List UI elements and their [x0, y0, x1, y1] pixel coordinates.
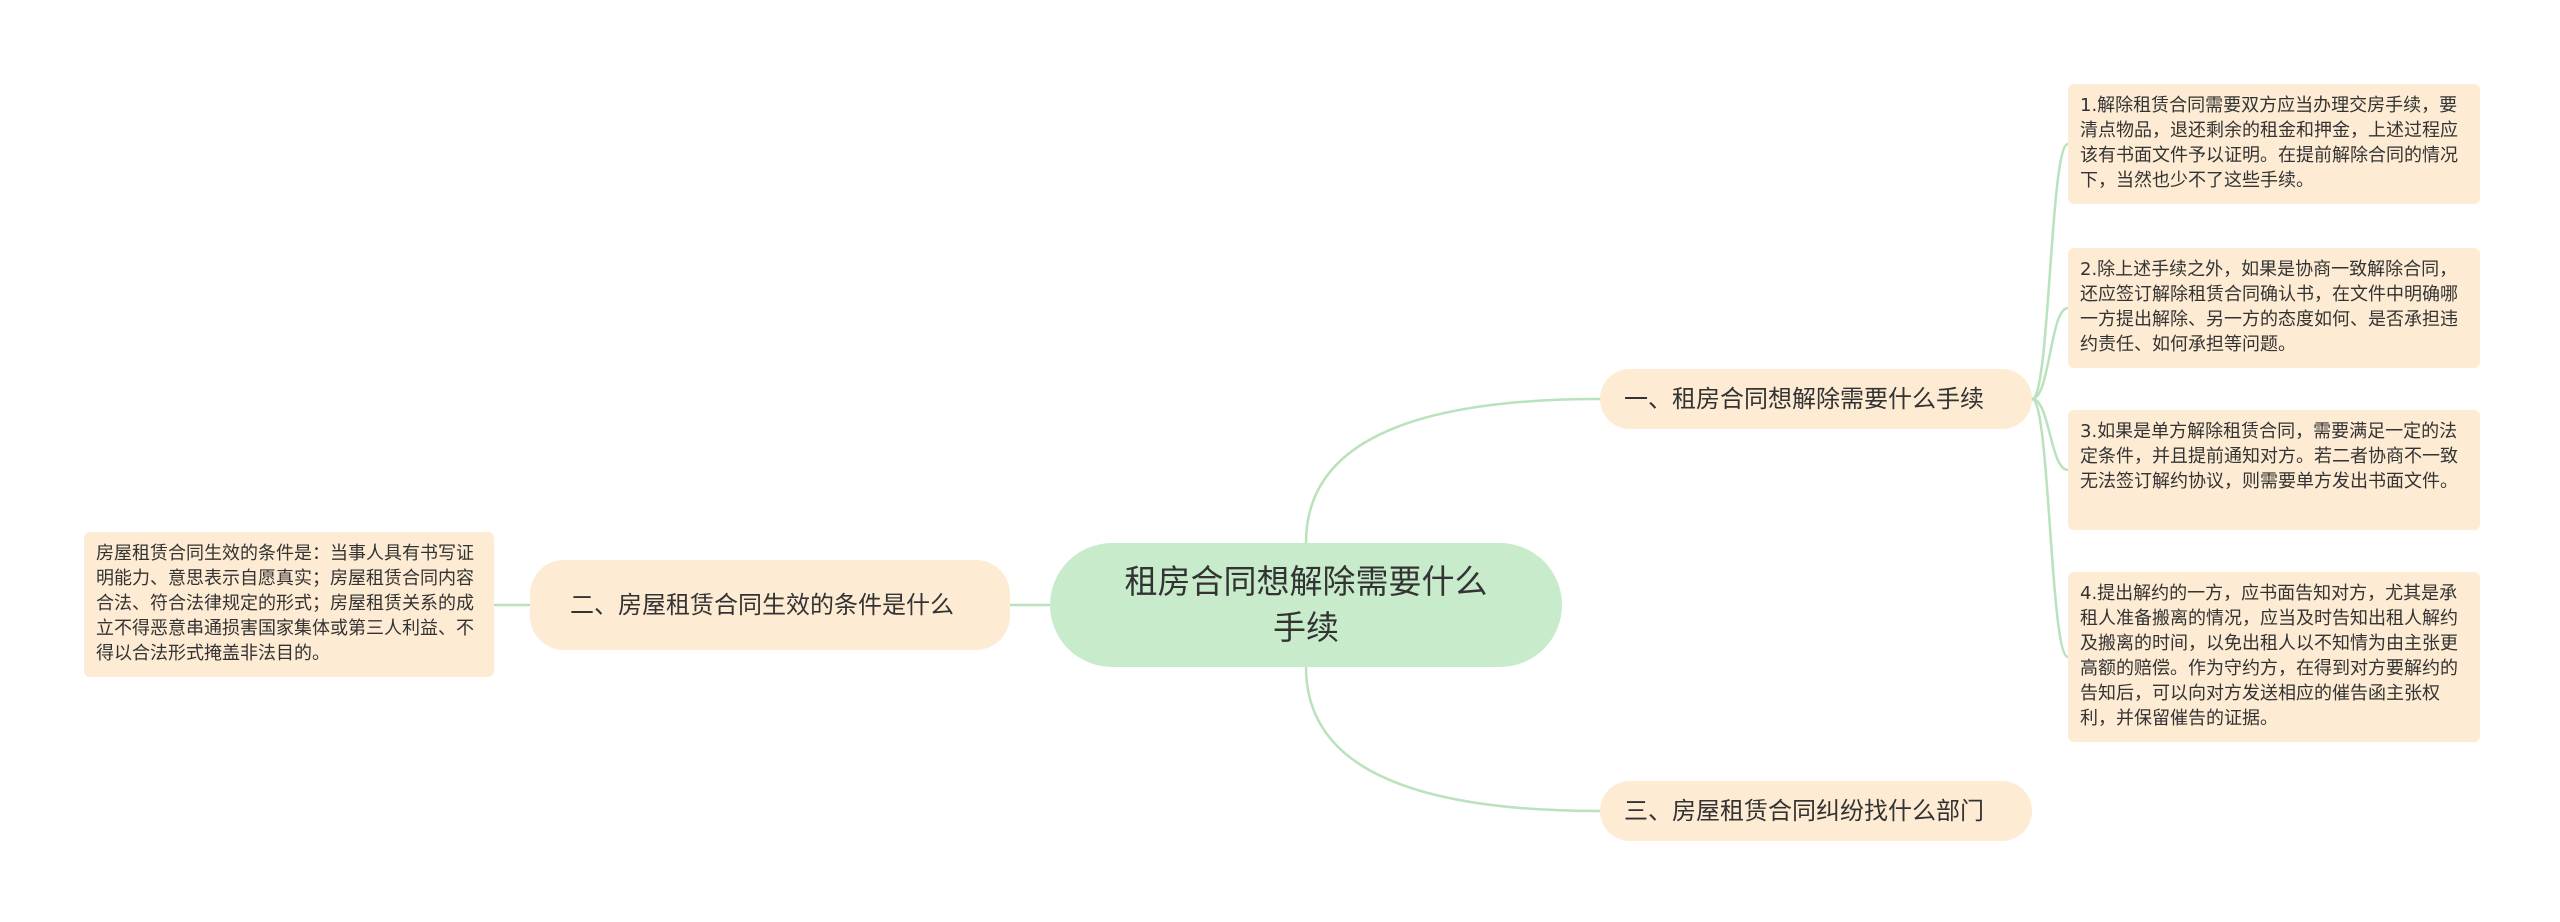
branch-topic-2[interactable]: 二、房屋租赁合同生效的条件是什么 [530, 560, 1010, 650]
detail-card-4[interactable]: 4.提出解约的一方，应书面告知对方，尤其是承租人准备搬离的情况，应当及时告知出租… [2068, 572, 2480, 742]
detail-card-1-text: 1.解除租赁合同需要双方应当办理交房手续，要清点物品，退还剩余的租金和押金，上述… [2080, 95, 2458, 191]
branch-topic-3-label: 三、房屋租赁合同纠纷找什么部门 [1624, 797, 1984, 825]
connector-branch-1-to-detail-3 [2030, 397, 2070, 472]
connector-root-to-branch-1 [1304, 397, 1602, 545]
root-topic[interactable]: 租房合同想解除需要什么手续 [1050, 543, 1562, 667]
detail-card-2[interactable]: 2.除上述手续之外，如果是协商一致解除合同，还应签订解除租赁合同确认书，在文件中… [2068, 248, 2480, 368]
detail-card-3-text: 3.如果是单方解除租赁合同，需要满足一定的法定条件，并且提前通知对方。若二者协商… [2080, 421, 2458, 492]
connector-branch-1-to-detail-1 [2030, 142, 2070, 401]
connector-branch-1-to-detail-4 [2030, 397, 2070, 659]
branch-topic-1[interactable]: 一、租房合同想解除需要什么手续 [1600, 369, 2032, 429]
connector-branch-1-to-detail-2 [2030, 306, 2070, 401]
detail-card-2-text: 2.除上述手续之外，如果是协商一致解除合同，还应签订解除租赁合同确认书，在文件中… [2080, 259, 2458, 355]
detail-card-3[interactable]: 3.如果是单方解除租赁合同，需要满足一定的法定条件，并且提前通知对方。若二者协商… [2068, 410, 2480, 530]
root-topic-label: 租房合同想解除需要什么手续 [1124, 562, 1488, 647]
branch-topic-1-label: 一、租房合同想解除需要什么手续 [1624, 385, 1984, 413]
detail-card-1[interactable]: 1.解除租赁合同需要双方应当办理交房手续，要清点物品，退还剩余的租金和押金，上述… [2068, 84, 2480, 204]
detail-card-4-text: 4.提出解约的一方，应书面告知对方，尤其是承租人准备搬离的情况，应当及时告知出租… [2080, 583, 2458, 729]
detail-card-conditions[interactable]: 房屋租赁合同生效的条件是：当事人具有书写证明能力、意思表示自愿真实；房屋租赁合同… [84, 532, 494, 677]
detail-card-conditions-text: 房屋租赁合同生效的条件是：当事人具有书写证明能力、意思表示自愿真实；房屋租赁合同… [96, 543, 474, 664]
connector-root-to-branch-3 [1304, 665, 1602, 813]
branch-topic-2-label: 二、房屋租赁合同生效的条件是什么 [570, 591, 954, 619]
branch-topic-3[interactable]: 三、房屋租赁合同纠纷找什么部门 [1600, 781, 2032, 841]
